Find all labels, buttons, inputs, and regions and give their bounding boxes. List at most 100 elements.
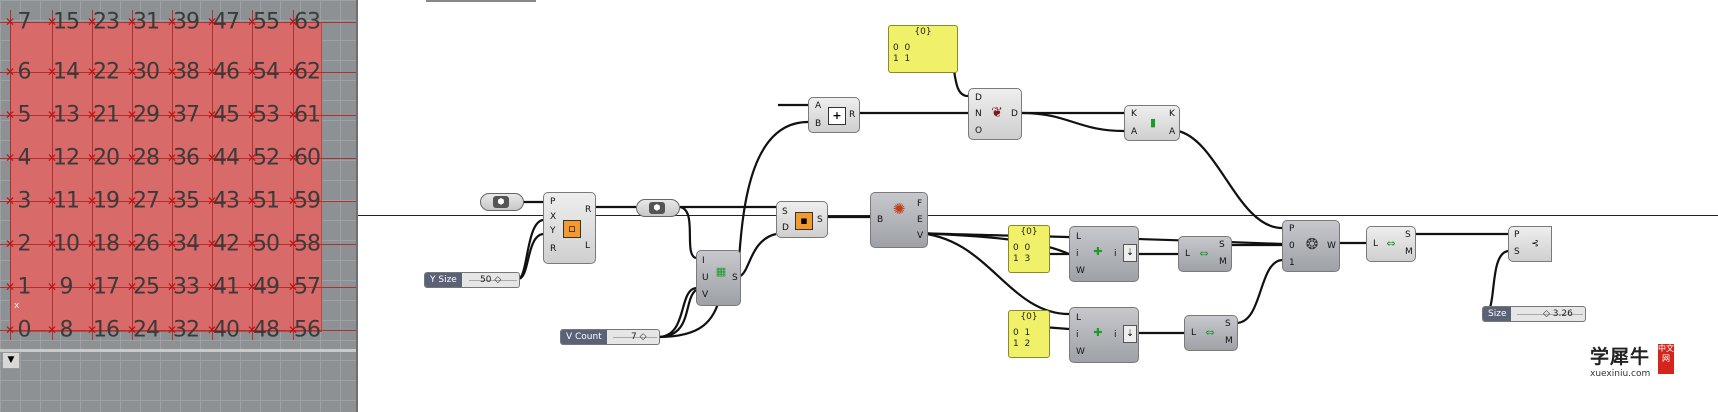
point-index-label: 8 [59, 317, 74, 343]
list-dropdown-icon[interactable]: ⇣ [1123, 244, 1137, 262]
point-marker-icon: ✕ [46, 237, 58, 251]
point-marker-icon: ✕ [287, 194, 299, 208]
polygon-component[interactable]: P S ⊰ [1508, 226, 1552, 262]
vcount-slider[interactable]: V Count 7 ◇ [560, 329, 660, 345]
point-marker-icon: ✕ [246, 15, 258, 29]
point-marker-icon: ✕ [287, 280, 299, 294]
grid-hline [0, 115, 356, 116]
rhino-viewport[interactable]: 0✕1✕2✕3✕4✕5✕6✕7✕8✕9✕10✕11✕12✕13✕14✕15✕16… [0, 0, 358, 412]
point-index-label: 9 [59, 274, 74, 300]
point-marker-icon: ✕ [86, 194, 98, 208]
point-marker-icon: ✕ [4, 237, 16, 251]
point-marker-icon: ✕ [166, 237, 178, 251]
rectangle-region [10, 22, 322, 332]
point-index-label: 16 [93, 317, 120, 343]
point-index-label: 6 [17, 59, 32, 85]
point-index-label: 3 [17, 188, 32, 214]
viewport-dropdown-icon[interactable]: ▼ [2, 352, 20, 369]
point-index-label: 17 [93, 274, 120, 300]
scrollbar-stub[interactable] [426, 0, 536, 2]
point-index-label: 59 [294, 188, 321, 214]
sort-list-component[interactable]: K A K A ▮ [1124, 105, 1180, 141]
point-marker-icon: ✕ [287, 323, 299, 337]
shift-list-component-1[interactable]: L S M ⇔ [1178, 236, 1232, 272]
wire [1483, 249, 1509, 316]
point-index-label: 61 [294, 102, 321, 128]
divide-grid-icon: ▦ [715, 265, 727, 278]
canvas-divider [358, 215, 1718, 216]
weave-component[interactable]: P 0 1 W ❂ [1282, 220, 1340, 272]
list-dropdown-icon[interactable]: ⇣ [1123, 325, 1137, 343]
grid-vline [293, 10, 294, 340]
point-index-label: 38 [173, 59, 200, 85]
point-marker-icon: ✕ [287, 15, 299, 29]
point-marker-icon: ✕ [206, 15, 218, 29]
point-marker-icon: ✕ [206, 237, 218, 251]
point-index-label: 52 [253, 145, 280, 171]
shift-icon: ⇔ [1205, 326, 1215, 339]
ysize-slider[interactable]: Y Size 50 ◇ [424, 272, 520, 288]
point-marker-icon: ✕ [287, 65, 299, 79]
point-marker-icon: ✕ [166, 194, 178, 208]
grasshopper-canvas[interactable]: ⬢ Y Size 50 ◇ P X Y R R L ▫ ⬢ V Count 7 … [358, 0, 1718, 412]
point-index-label: 55 [253, 9, 280, 35]
point-index-label: 5 [17, 102, 32, 128]
point-marker-icon: ✕ [166, 15, 178, 29]
point-marker-icon: ✕ [4, 280, 16, 294]
size-slider[interactable]: Size ◇ 3.26 [1482, 306, 1586, 322]
point-marker-icon: ✕ [246, 65, 258, 79]
duplicate-component[interactable]: D N O D ❦ [968, 88, 1022, 140]
mid-index-panel[interactable]: {0} 0 0 1 3 [1008, 225, 1050, 273]
point-index-label: 20 [93, 145, 120, 171]
grid-vline [52, 10, 53, 340]
watermark-brand: 学犀牛 [1590, 346, 1651, 368]
point-marker-icon: ✕ [86, 15, 98, 29]
point-index-label: 40 [213, 317, 240, 343]
wire [915, 231, 1070, 256]
rectangle-component[interactable]: P X Y R R L ▫ [543, 192, 596, 264]
viewport-separator [0, 349, 356, 352]
grid-hline [0, 22, 356, 23]
watermark-logo: 学犀牛 xuexiniu.com 中文网 [1590, 342, 1674, 379]
point-index-label: 39 [173, 9, 200, 35]
curve-param[interactable]: ⬢ [636, 199, 680, 217]
grid-hline [0, 72, 356, 73]
point-index-label: 1 [17, 274, 32, 300]
point-marker-icon: ✕ [46, 151, 58, 165]
addition-component[interactable]: A B R + [808, 97, 860, 133]
shift-list-component-3[interactable]: L S M ⇔ [1366, 226, 1416, 262]
point-marker-icon: ✕ [126, 323, 138, 337]
point-marker-icon: ✕ [287, 237, 299, 251]
point-index-label: 33 [173, 274, 200, 300]
point-marker-icon: ✕ [126, 237, 138, 251]
point-marker-icon: ✕ [166, 65, 178, 79]
wire [517, 232, 544, 281]
point-marker-icon: ✕ [126, 280, 138, 294]
divide-component[interactable]: I U V S ▦ [696, 250, 741, 306]
grid-vline [132, 10, 133, 340]
point-index-label: 7 [17, 9, 32, 35]
grid-hline [0, 244, 356, 245]
point-marker-icon: ✕ [86, 237, 98, 251]
point-marker-icon: ✕ [86, 280, 98, 294]
list-item-component-2[interactable]: L i W i ✚ ⇣ [1069, 307, 1139, 363]
grid-vline [10, 10, 11, 340]
subset-component[interactable]: S D S ▪ [776, 201, 828, 238]
list-item-icon: ✚ [1093, 326, 1103, 339]
plane-param[interactable]: ⬢ [480, 193, 524, 211]
point-marker-icon: ✕ [166, 151, 178, 165]
point-index-label: 34 [173, 231, 200, 257]
grid-hline [0, 158, 356, 159]
low-index-panel[interactable]: {0} 0 1 1 2 [1008, 310, 1050, 358]
list-item-component-1[interactable]: L i W i ✚ ⇣ [1069, 226, 1139, 282]
ysize-label: Y Size [425, 273, 462, 287]
shift-list-component-2[interactable]: L S M ⇔ [1184, 315, 1238, 351]
wire [1021, 111, 1125, 133]
point-index-label: 29 [133, 102, 160, 128]
top-list-panel[interactable]: {0} 0 0 1 1 [888, 25, 958, 73]
grid-hline [0, 201, 356, 202]
wire [657, 289, 697, 339]
deconstruct-brep-component[interactable]: B F E V ✺ [870, 192, 928, 248]
point-index-label: 44 [213, 145, 240, 171]
point-marker-icon: ✕ [246, 151, 258, 165]
